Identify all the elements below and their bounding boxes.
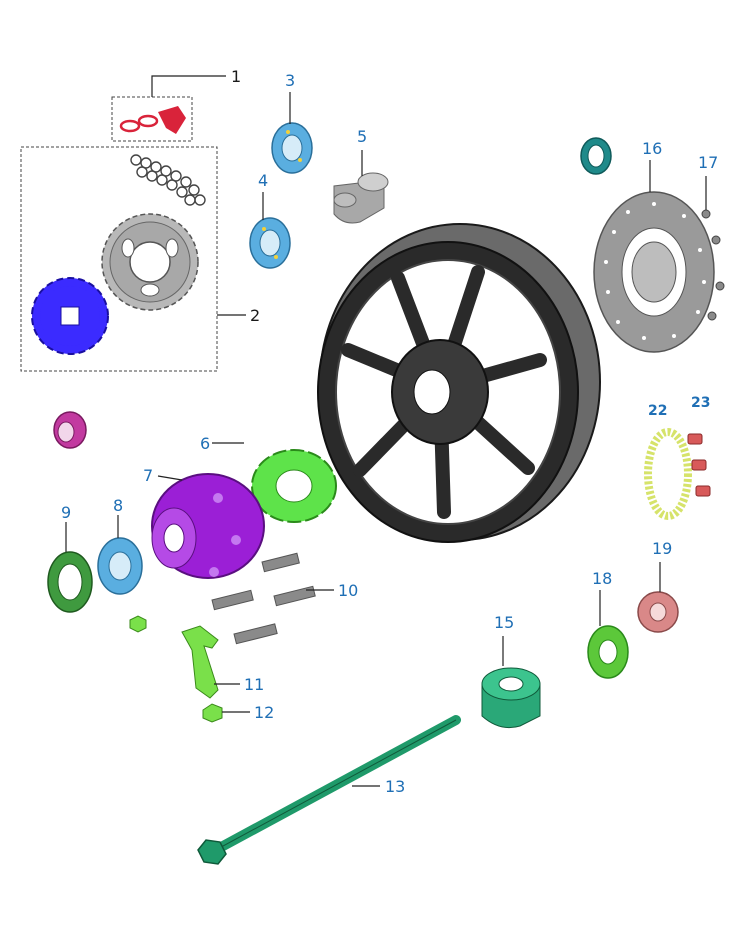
part-15-spacer [481,667,541,729]
callout-11: 11 [244,675,264,694]
small-nut-lime [129,615,147,633]
part-2-rear-sprocket [101,213,199,311]
callout-18: 18 [592,569,612,588]
callout-9: 9 [61,503,71,522]
part-2-chain [130,154,206,206]
part-19-nut [637,591,679,633]
callout-7: 7 [143,466,153,485]
part-3-bearing [271,122,313,174]
callout-23: 23 [691,395,710,411]
part-2-group-box [20,146,218,372]
part-22-abs-ring [644,428,692,520]
callout-6: 6 [200,434,210,453]
callout-10: 10 [338,581,358,600]
callout-22: 22 [648,403,667,419]
callout-15: 15 [494,613,514,632]
callout-19: 19 [652,539,672,558]
part-4-bearing [249,217,291,269]
part-2-front-sprocket [31,277,109,355]
part-18-washer [587,625,629,679]
leader-lines [65,75,707,787]
part-8-bearing [97,537,143,595]
part-5-spacer [333,172,389,224]
rear-wheel [317,223,601,543]
callout-4: 4 [258,171,268,190]
part-17-disc-bolts [701,209,725,321]
callout-labels: 1 2 3 4 5 6 7 8 9 10 11 12 13 15 16 17 1… [61,67,718,796]
part-10-studs [211,552,316,645]
callout-1: 1 [231,67,241,86]
callout-5: 5 [357,127,367,146]
callout-8: 8 [113,496,123,515]
callout-12: 12 [254,703,274,722]
part-16-brake-disc [593,191,715,353]
part-12-nut [202,703,223,723]
part-6-rubber-damper [251,449,337,523]
callout-3: 3 [285,71,295,90]
callout-17: 17 [698,153,718,172]
part-23-bolts [687,433,711,497]
callout-16: 16 [642,139,662,158]
part-13-axle [197,715,461,865]
collar-pink [53,411,87,449]
callout-2: 2 [250,306,260,325]
callout-13: 13 [385,777,405,796]
part-7-sprocket-hub [151,473,265,579]
part-11-lock-plate [181,625,219,699]
part-1-chain-joint [119,106,186,134]
oil-seal-teal [580,137,612,175]
part-9-oil-seal [47,551,93,613]
